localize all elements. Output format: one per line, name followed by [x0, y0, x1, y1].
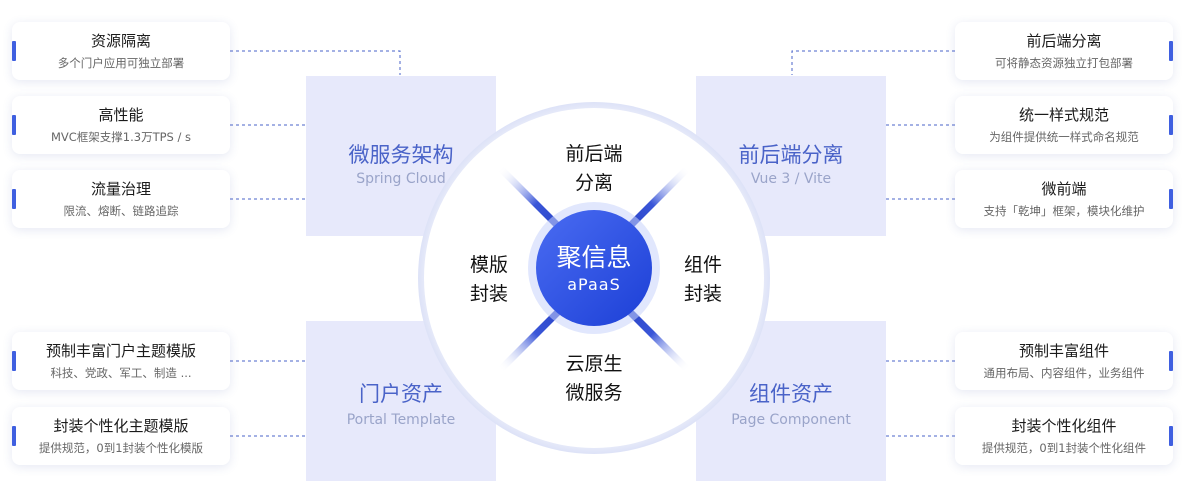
- feature-card-custom-themes: 封装个性化主题模版 提供规范，0到1封装个性化模版: [12, 407, 230, 465]
- feature-card-frontend-backend: 前后端分离 可将静态资源独立打包部署: [955, 22, 1173, 80]
- diagonal-arm-sw: [496, 306, 564, 374]
- feature-title: 微前端: [1041, 180, 1087, 198]
- quadrant-subtitle: Vue 3 / Vite: [750, 171, 832, 187]
- accent-bar: [1169, 189, 1173, 209]
- feature-card-resource-isolation: 资源隔离 多个门户应用可独立部署: [12, 22, 230, 80]
- center-label-top: 前后端 分离: [565, 143, 623, 194]
- accent-bar: [1169, 351, 1173, 371]
- center-core: [536, 210, 652, 326]
- feature-card-traffic-governance: 流量治理 限流、熔断、链路追踪: [12, 170, 230, 228]
- accent-bar: [1169, 426, 1173, 446]
- quadrant-title: 门户资产: [359, 382, 443, 406]
- feature-desc: 科技、党政、军工、制造 ...: [50, 366, 192, 380]
- accent-bar: [1169, 115, 1173, 135]
- center-title: 聚信息: [556, 243, 632, 272]
- feature-card-portal-themes: 预制丰富门户主题模版 科技、党政、军工、制造 ...: [12, 332, 230, 390]
- feature-card-style-spec: 统一样式规范 为组件提供统一样式命名规范: [955, 96, 1173, 154]
- center-subtitle: aPaaS: [567, 275, 621, 294]
- feature-desc: 支持「乾坤」框架，模块化维护: [983, 204, 1145, 218]
- feature-desc: MVC框架支撑1.3万TPS / s: [50, 130, 192, 144]
- quadrant-subtitle: Page Component: [731, 412, 851, 428]
- accent-bar: [12, 115, 16, 135]
- accent-bar: [12, 351, 16, 371]
- accent-bar: [12, 41, 16, 61]
- feature-title: 高性能: [98, 106, 144, 124]
- accent-bar: [12, 426, 16, 446]
- feature-desc: 多个门户应用可独立部署: [57, 56, 185, 70]
- feature-card-high-performance: 高性能 MVC框架支撑1.3万TPS / s: [12, 96, 230, 154]
- feature-card-prebuilt-components: 预制丰富组件 通用布局、内容组件，业务组件: [955, 332, 1173, 390]
- quadrant-title: 组件资产: [749, 382, 833, 406]
- center-label-right: 组件 封装: [683, 254, 722, 305]
- feature-title: 资源隔离: [90, 32, 151, 50]
- feature-title: 预制丰富门户主题模版: [45, 342, 196, 360]
- quadrant-subtitle: Spring Cloud: [356, 171, 446, 187]
- quadrant-title: 前后端分离: [738, 143, 844, 167]
- feature-card-micro-frontend: 微前端 支持「乾坤」框架，模块化维护: [955, 170, 1173, 228]
- feature-title: 预制丰富组件: [1018, 342, 1109, 360]
- diagonal-arm-nw: [496, 164, 564, 232]
- feature-desc: 限流、熔断、链路追踪: [63, 204, 179, 218]
- feature-desc: 提供规范，0到1封装个性化模版: [38, 441, 204, 455]
- feature-desc: 通用布局、内容组件，业务组件: [983, 366, 1145, 380]
- feature-desc: 提供规范，0到1封装个性化组件: [981, 441, 1147, 455]
- feature-card-custom-components: 封装个性化组件 提供规范，0到1封装个性化组件: [955, 407, 1173, 465]
- accent-bar: [12, 189, 16, 209]
- accent-bar: [1169, 41, 1173, 61]
- feature-desc: 为组件提供统一样式命名规范: [989, 130, 1139, 144]
- diagonal-arm-se: [624, 306, 692, 374]
- center-label-bottom: 云原生 微服务: [565, 353, 623, 404]
- quadrant-subtitle: Portal Template: [346, 412, 456, 428]
- center-label-left: 模版 封装: [469, 254, 508, 305]
- quadrant-microservice: 微服务架构 Spring Cloud: [306, 76, 496, 236]
- feature-title: 前后端分离: [1026, 32, 1102, 50]
- feature-title: 封装个性化主题模版: [53, 417, 189, 435]
- quadrant-title: 微服务架构: [348, 143, 454, 167]
- feature-desc: 可将静态资源独立打包部署: [995, 56, 1133, 70]
- feature-title: 流量治理: [90, 180, 151, 198]
- feature-title: 统一样式规范: [1018, 106, 1109, 124]
- diagonal-arm-ne: [624, 164, 692, 232]
- feature-title: 封装个性化组件: [1011, 417, 1117, 435]
